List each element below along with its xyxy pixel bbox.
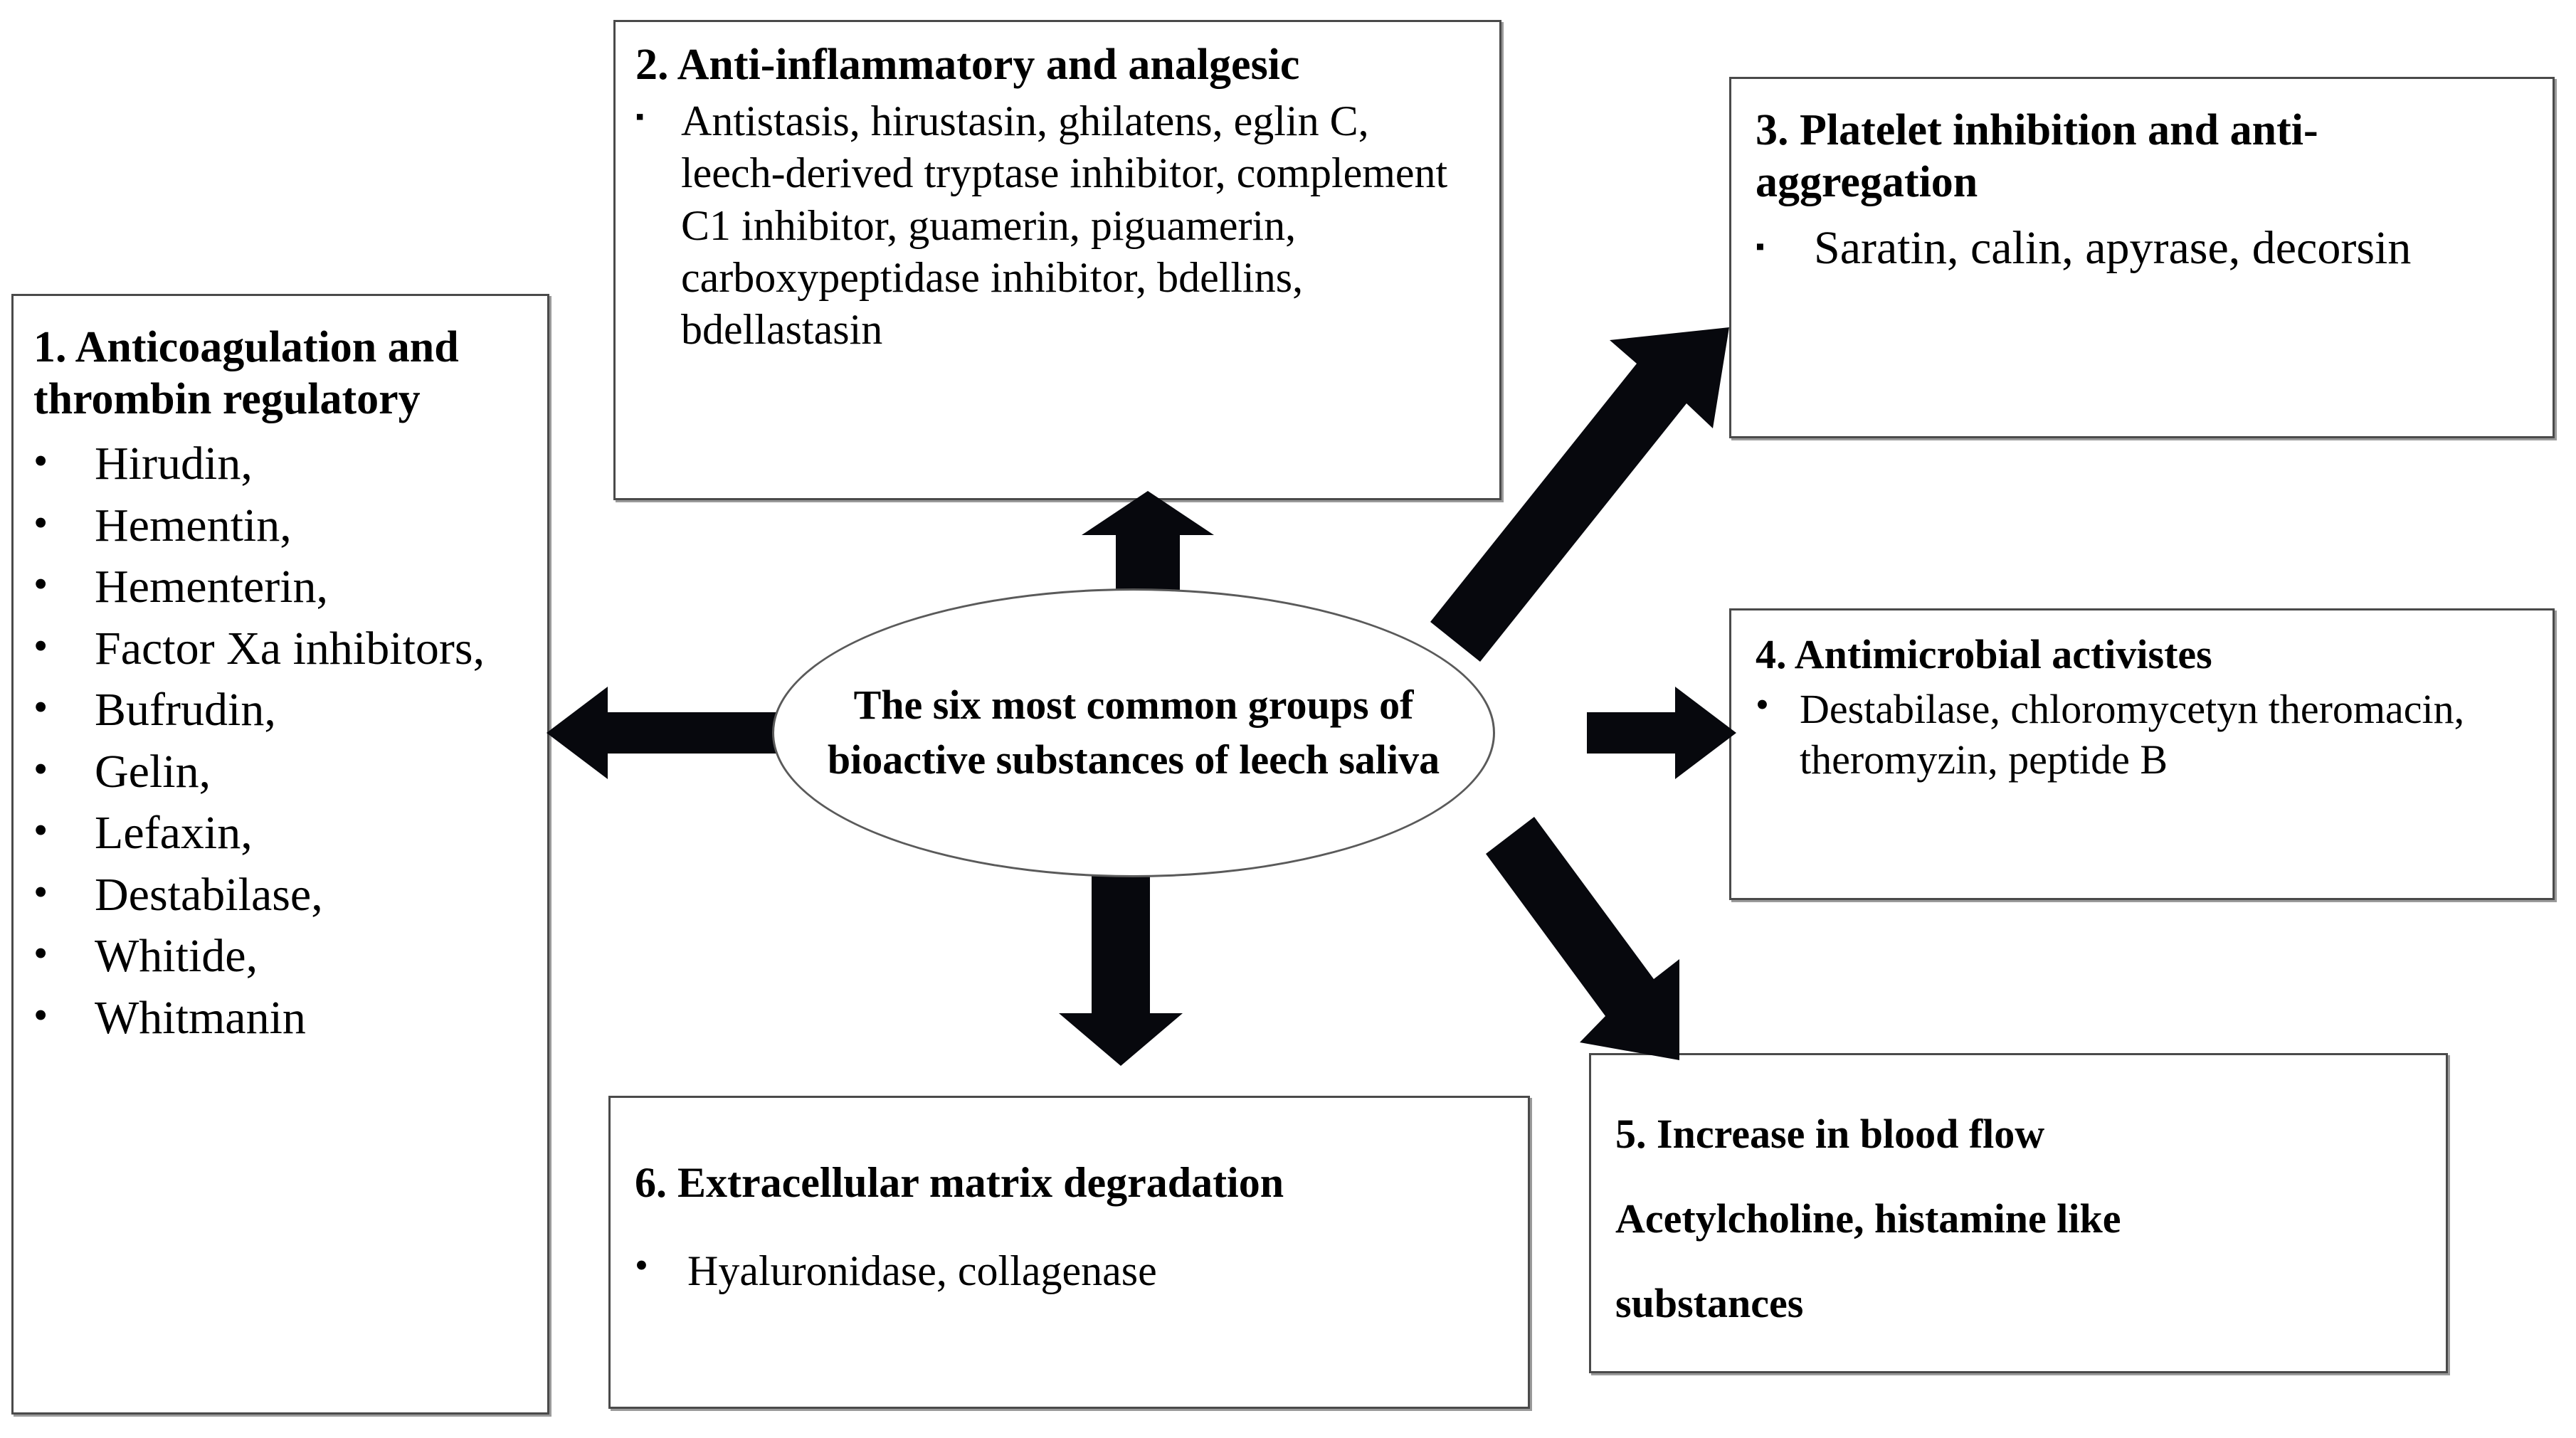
- center-node: The six most common groups of bioactive …: [772, 588, 1495, 877]
- box-1-title: 1. Anticoagulation and thrombin regulato…: [33, 323, 459, 424]
- list-item-label: Whitide,: [95, 930, 258, 983]
- list-item: ▪ Saratin, calin, apyrase, decorsin: [1756, 220, 2535, 277]
- list-item-label: Hementin,: [95, 499, 292, 551]
- bullet-dot-icon: •: [33, 684, 48, 731]
- list-item-label: Factor Xa inhibitors,: [95, 622, 485, 675]
- list-item: • Whitide,: [33, 928, 532, 985]
- box-5-line-1: Acetylcholine, histamine like: [1615, 1195, 2121, 1242]
- list-item-label: Hirudin,: [95, 438, 253, 490]
- box-3-list: ▪ Saratin, calin, apyrase, decorsin: [1756, 220, 2535, 277]
- list-item: ▪ Antistasis, hirustasin, ghilatens, egli…: [635, 95, 1484, 356]
- bullet-dot-icon: •: [33, 499, 48, 546]
- bullet-dot-icon: •: [1756, 683, 1769, 726]
- list-item: • Hyaluronidase, collagenase: [635, 1243, 1511, 1297]
- list-item-label: Hyaluronidase, collagenase: [687, 1247, 1157, 1294]
- box-1-list: • Hirudin, • Hementin, • Hementerin, • Facto…: [33, 435, 532, 1047]
- arrow-to-box-4-icon: [1587, 687, 1736, 779]
- box-5-line-2: substances: [1615, 1279, 1804, 1326]
- box-5-content: 5. Increase in blood flow Acetylcholine,…: [1615, 1092, 2429, 1346]
- box-4-title: 4. Antimicrobial activistes: [1756, 631, 2212, 677]
- category-box-5: 5. Increase in blood flow Acetylcholine,…: [1589, 1053, 2448, 1373]
- bullet-dot-icon: •: [33, 438, 48, 485]
- list-item: • Lefaxin,: [33, 805, 532, 862]
- bullet-dot-icon: •: [33, 622, 48, 669]
- list-item-label: Destabilase, chloromycetyn theromacin, t…: [1800, 686, 2465, 783]
- box-6-list: • Hyaluronidase, collagenase: [635, 1243, 1511, 1297]
- list-item: • Bufrudin,: [33, 682, 532, 739]
- bullet-dot-icon: •: [33, 868, 48, 915]
- category-box-1: 1. Anticoagulation and thrombin regulato…: [11, 294, 549, 1415]
- category-box-4: 4. Antimicrobial activistes • Destabilase…: [1729, 608, 2555, 900]
- list-item: • Factor Xa inhibitors,: [33, 620, 532, 678]
- list-item-label: Hementerin,: [95, 561, 329, 613]
- list-item-label: Destabilase,: [95, 868, 323, 921]
- bullet-square-icon: ▪: [635, 104, 645, 131]
- list-item-label: Saratin, calin, apyrase, decorsin: [1814, 222, 2412, 275]
- list-item: • Whitmanin: [33, 990, 532, 1047]
- box-6-title: 6. Extracellular matrix degradation: [635, 1159, 1284, 1206]
- list-item: • Destabilase,: [33, 867, 532, 924]
- category-box-6: 6. Extracellular matrix degradation • Hya…: [608, 1096, 1530, 1409]
- bullet-dot-icon: •: [33, 561, 48, 608]
- list-item: • Hementerin,: [33, 559, 532, 616]
- list-item-label: Whitmanin: [95, 991, 306, 1044]
- bullet-dot-icon: •: [33, 991, 48, 1038]
- category-box-2: 2. Anti-inflammatory and analgesic ▪ Anti…: [613, 20, 1501, 500]
- arrow-to-box-2-icon: [1082, 491, 1214, 594]
- bullet-square-icon: ▪: [1756, 232, 1765, 261]
- bullet-dot-icon: •: [635, 1243, 648, 1286]
- bullet-dot-icon: •: [33, 807, 48, 854]
- list-item-label: Bufrudin,: [95, 684, 276, 736]
- list-item: • Gelin,: [33, 744, 532, 801]
- center-label: The six most common groups of bioactive …: [827, 682, 1440, 783]
- arrow-to-box-6-icon: [1059, 874, 1183, 1066]
- list-item-label: Antistasis, hirustasin, ghilatens, eglin…: [681, 97, 1448, 353]
- box-2-title: 2. Anti-inflammatory and analgesic: [635, 41, 1300, 89]
- arrow-to-box-5-icon: [1486, 817, 1679, 1060]
- list-item: • Destabilase, chloromycetyn theromacin, …: [1756, 683, 2540, 786]
- list-item: • Hementin,: [33, 497, 532, 555]
- arrow-to-box-1-icon: [547, 687, 781, 779]
- arrow-to-box-3-icon: [1430, 327, 1729, 662]
- list-item-label: Lefaxin,: [95, 807, 253, 860]
- box-4-list: • Destabilase, chloromycetyn theromacin, …: [1756, 683, 2540, 786]
- list-item: • Hirudin,: [33, 435, 532, 493]
- bullet-dot-icon: •: [33, 745, 48, 792]
- category-box-3: 3. Platelet inhibition and anti-aggregat…: [1729, 77, 2555, 438]
- box-3-title: 3. Platelet inhibition and anti-aggregat…: [1756, 106, 2318, 207]
- list-item-label: Gelin,: [95, 745, 211, 798]
- bullet-dot-icon: •: [33, 930, 48, 977]
- box-5-title: 5. Increase in blood flow: [1615, 1111, 2045, 1157]
- box-2-list: ▪ Antistasis, hirustasin, ghilatens, egli…: [635, 95, 1484, 356]
